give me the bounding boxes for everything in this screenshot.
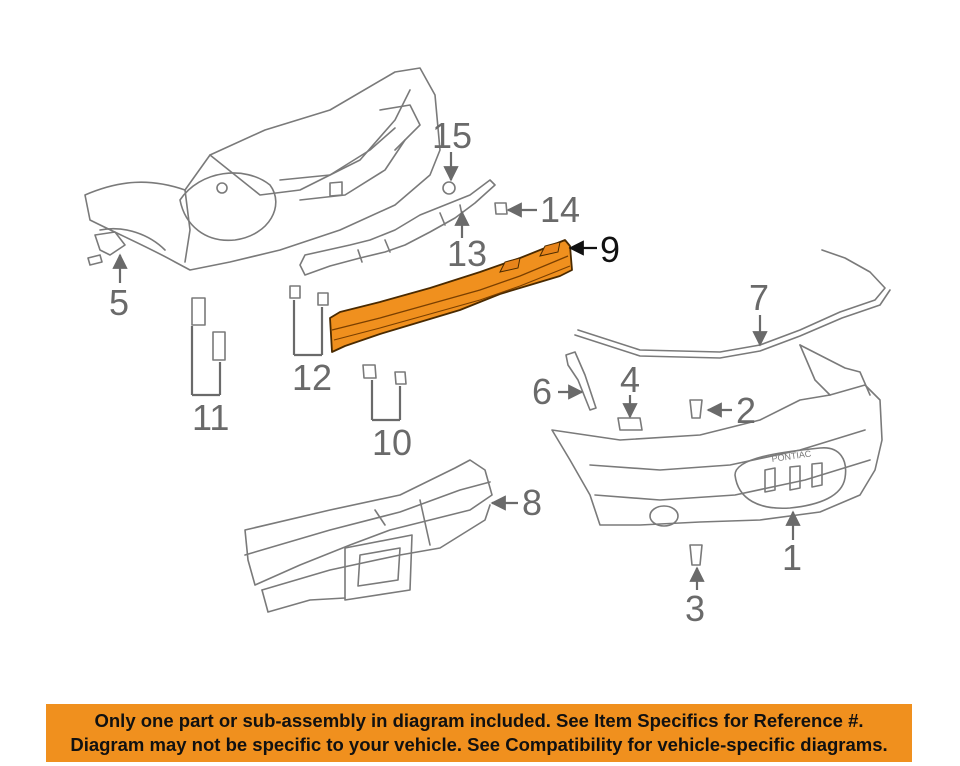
callout-6: 6 <box>532 371 552 412</box>
impact-bar-highlighted <box>329 239 573 353</box>
leader-lines <box>112 152 801 590</box>
callout-15: 15 <box>432 115 472 156</box>
callout-labels: 1 2 3 4 5 6 7 8 9 10 11 12 13 14 15 <box>109 115 802 629</box>
callout-12: 12 <box>292 357 332 398</box>
trunk-weatherstrip <box>574 249 891 359</box>
small-fasteners <box>87 181 703 566</box>
callout-3: 3 <box>685 588 705 629</box>
rear-body-structure <box>84 67 441 271</box>
callout-11: 11 <box>192 397 229 438</box>
callout-10: 10 <box>372 422 412 463</box>
callout-4: 4 <box>620 359 640 400</box>
reinforcement-bracket <box>299 179 496 276</box>
energy-absorber <box>244 459 493 613</box>
callout-7: 7 <box>749 277 769 318</box>
exploded-parts-diagram: PONTIAC <box>84 67 891 629</box>
callout-14: 14 <box>540 189 580 230</box>
callout-5: 5 <box>109 282 129 323</box>
disclaimer-line-2: Diagram may not be specific to your vehi… <box>70 734 888 755</box>
side-bracket <box>565 351 597 411</box>
disclaimer-banner: Only one part or sub-assembly in diagram… <box>46 704 912 762</box>
callout-1: 1 <box>782 537 802 578</box>
callout-9: 9 <box>600 229 620 270</box>
callout-13: 13 <box>447 233 487 274</box>
callout-8: 8 <box>522 482 542 523</box>
bumper-brand-lettering: PONTIAC <box>771 448 813 464</box>
bumper-cover: PONTIAC <box>551 344 883 527</box>
disclaimer-line-1: Only one part or sub-assembly in diagram… <box>94 710 864 731</box>
callout-2: 2 <box>736 390 756 431</box>
